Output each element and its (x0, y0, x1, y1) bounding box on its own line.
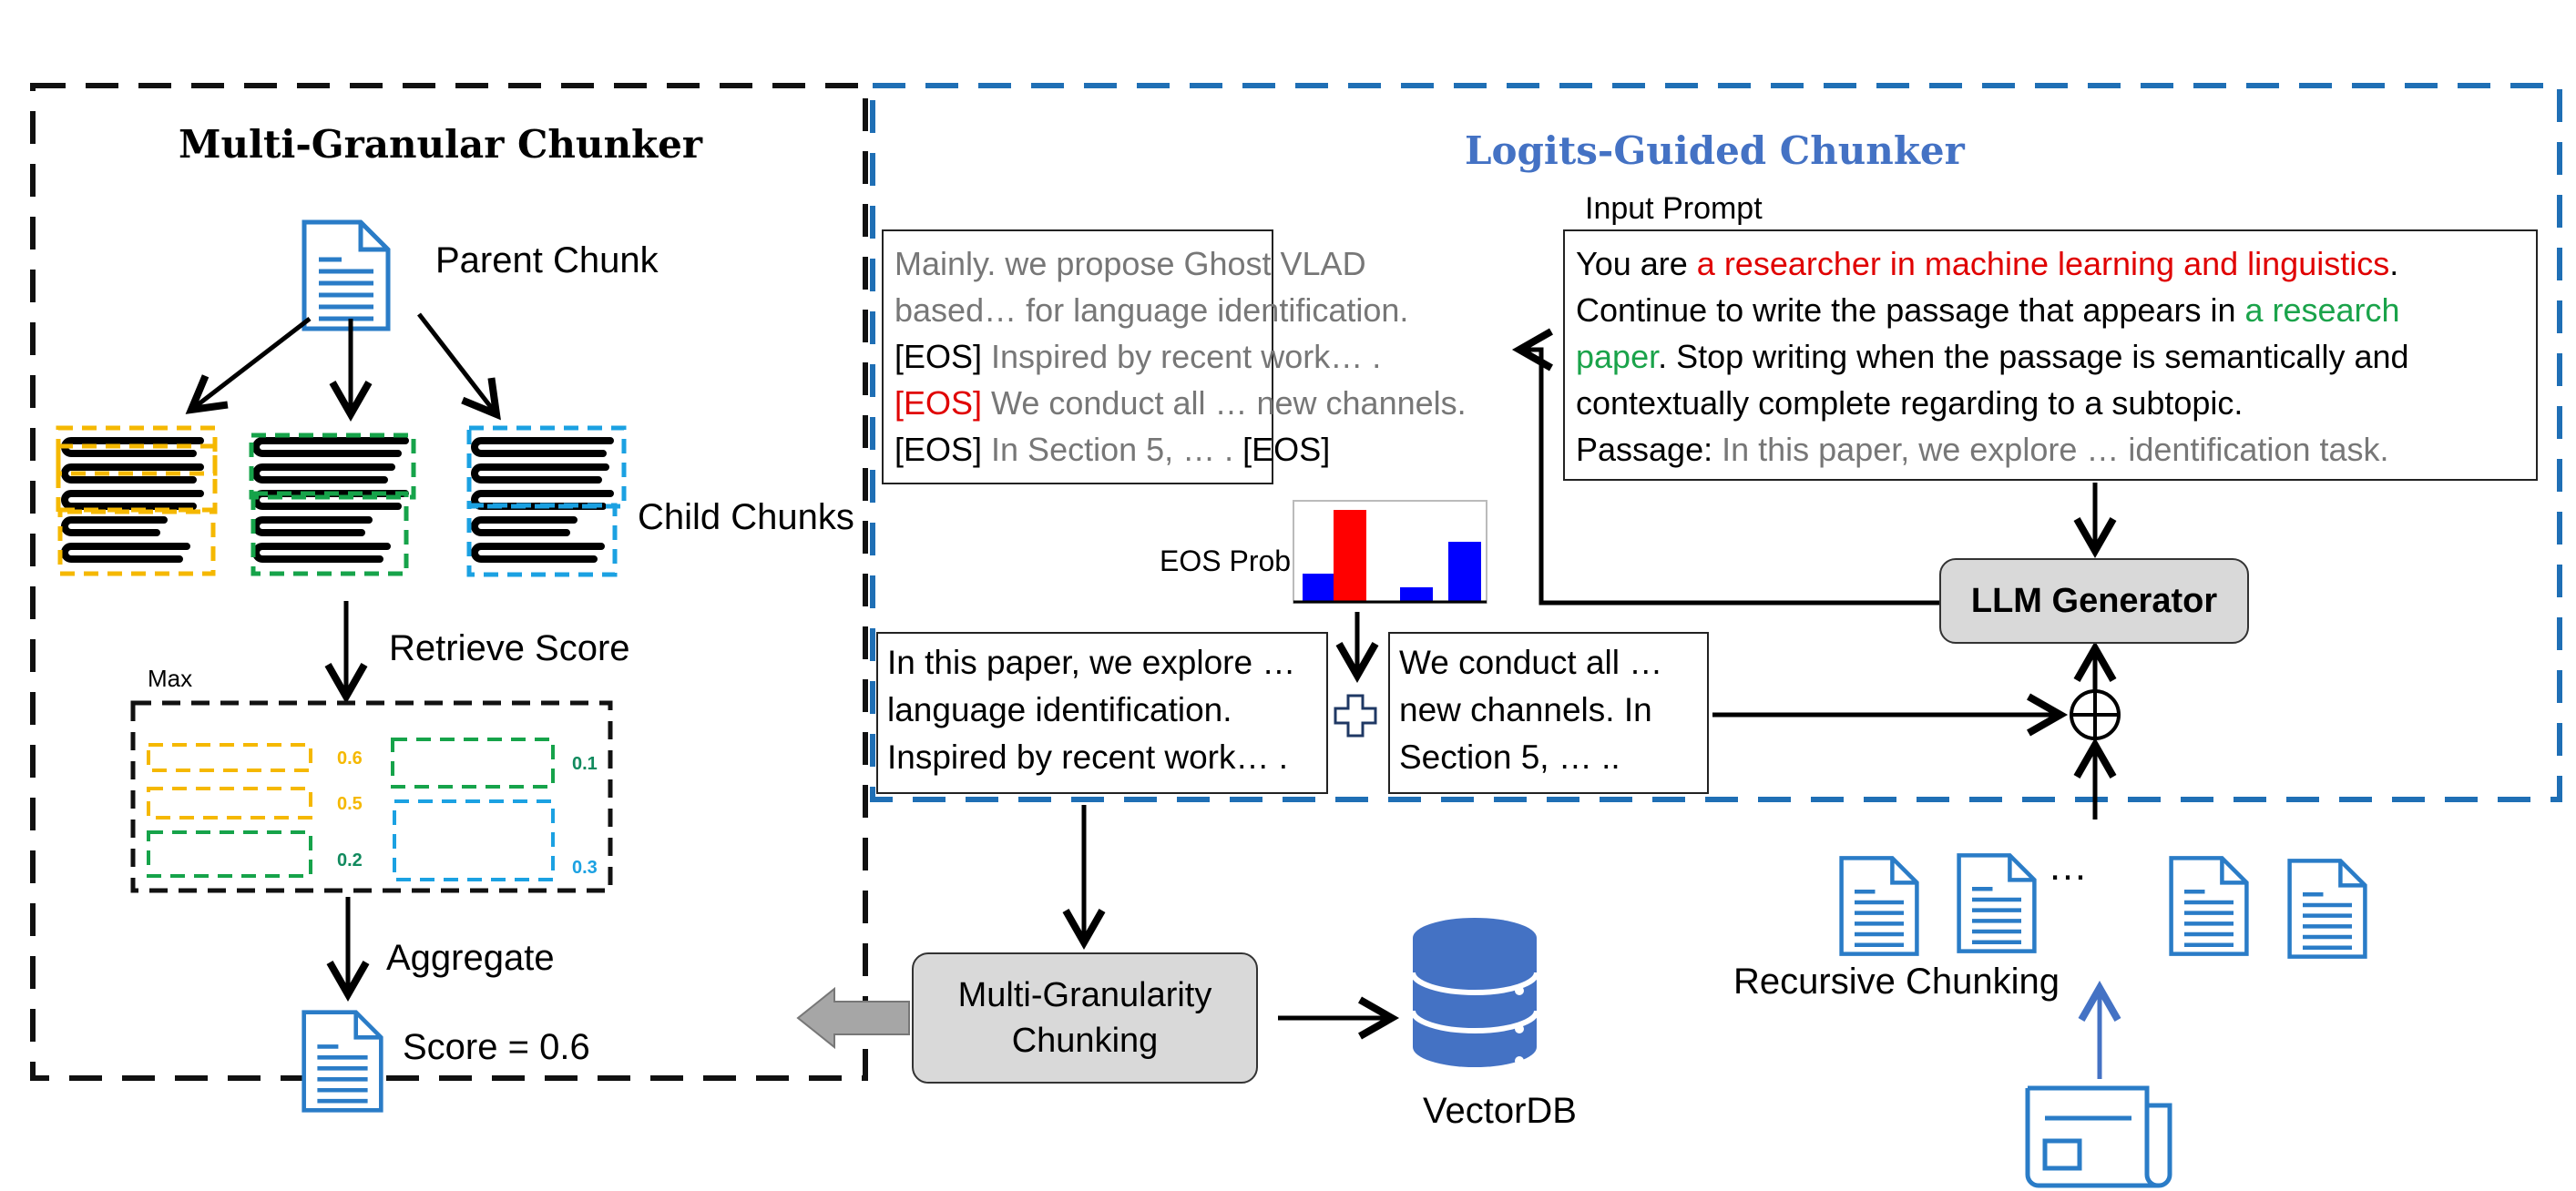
prompt-domain: a research (2244, 291, 2400, 329)
text-line (61, 463, 204, 484)
arrow-llm-to-output (1511, 328, 1939, 606)
score-chunk-yellow-1 (147, 743, 312, 772)
prompt-text: . Stop writing when the passage is seman… (1658, 338, 2409, 375)
chunk-a-line: language identification. (887, 691, 1232, 728)
chunk-box-a: In this paper, we explore … language ide… (876, 632, 1328, 794)
multi-granularity-chunking-box: Multi-Granularity Chunking (912, 952, 1258, 1084)
eos-token-selected: [EOS] (894, 384, 983, 422)
output-line-1: Mainly. we propose Ghost VLAD (894, 245, 1366, 282)
text-line (252, 437, 409, 457)
prompt-domain: paper (1576, 338, 1659, 375)
output-line-2: based… for language identification. (894, 291, 1409, 329)
output-line-4: We conduct all … new channels. (982, 384, 1467, 422)
output-line-5: In Section 5, … . (982, 431, 1243, 468)
chunk-b-line: new channels. In (1399, 691, 1652, 728)
recursive-chunking-label: Recursive Chunking (1733, 962, 2060, 1002)
prompt-text: contextually complete regarding to a sub… (1576, 384, 2244, 422)
score-chunk-blue-1 (393, 799, 555, 881)
text-line (471, 516, 578, 536)
retrieve-score-label: Retrieve Score (389, 628, 630, 668)
score-green-2: 0.1 (572, 754, 598, 774)
arrow-to-chunk-blue (417, 312, 501, 421)
eos-token: [EOS] (1242, 431, 1331, 468)
input-prompt-box: You are a researcher in machine learning… (1563, 229, 2538, 481)
generated-output-box: Mainly. we propose Ghost VLAD based… for… (882, 229, 1467, 484)
newspaper-icon (2025, 1085, 2172, 1188)
multi-granular-chunker-title: Multi-Granular Chunker (179, 122, 702, 167)
max-label: Max (148, 665, 193, 692)
plus-icon (1334, 694, 1377, 738)
score-box (130, 700, 613, 893)
score-yellow-2: 0.5 (337, 794, 363, 814)
text-line (61, 516, 168, 536)
child-chunk-outline (249, 433, 416, 500)
chunk-document-icon-3 (2172, 858, 2247, 953)
text-line (252, 543, 391, 563)
parent-document-icon (304, 222, 388, 329)
chunk-document-icon-4 (2290, 860, 2366, 956)
text-line (252, 463, 395, 484)
child-chunk-outline (57, 507, 216, 576)
prompt-passage-label: Passage: (1576, 431, 1722, 468)
score-yellow-1: 0.6 (337, 748, 363, 769)
text-line (471, 437, 614, 457)
chunk-box-b: We conduct all … new channels. In Sectio… (1388, 632, 1709, 794)
eos-prob-bar (1400, 587, 1433, 601)
prompt-text: You are (1576, 245, 1697, 282)
chunk-a-line: Inspired by recent work… . (887, 738, 1289, 776)
prompt-text: . (2389, 245, 2399, 282)
input-prompt-label: Input Prompt (1585, 191, 1763, 226)
logits-guided-frame (870, 83, 2562, 802)
eos-prob-label: EOS Prob (1160, 545, 1292, 577)
score-chunk-green-1 (147, 830, 312, 878)
score-chunk-green-2 (391, 738, 555, 789)
score-chunk-yellow-2 (147, 787, 312, 819)
left-block-arrow (796, 986, 910, 1050)
vectordb-icon (1410, 918, 1539, 1067)
child-chunk-outline (250, 491, 409, 576)
chunk-document-icon-2 (1959, 855, 2035, 951)
text-line (61, 543, 190, 563)
child-chunk-stacks (56, 425, 627, 577)
parent-chunk-label: Parent Chunk (435, 240, 659, 280)
score-green-1: 0.2 (337, 850, 363, 870)
text-line (252, 516, 373, 536)
text-line (471, 543, 605, 563)
text-line (61, 490, 204, 510)
child-chunk-outline (56, 443, 218, 514)
chunk-document-icon-1 (1842, 858, 1917, 953)
vectordb-label: VectorDB (1423, 1091, 1577, 1131)
eos-prob-bar (1334, 510, 1366, 601)
chunk-b-line: We conduct all … (1399, 644, 1663, 681)
child-chunk-outline (466, 503, 618, 577)
arrow-to-chunk-yellow (185, 317, 312, 414)
eos-token: [EOS] (894, 431, 983, 468)
result-document-icon (304, 1013, 382, 1111)
text-line (471, 463, 609, 484)
logits-guided-chunker-title: Logits-Guided Chunker (1465, 128, 1965, 173)
score-blue-1: 0.3 (572, 858, 598, 878)
prompt-role: a researcher in machine learning and lin… (1696, 245, 2390, 282)
output-line-3: Inspired by recent work… . (982, 338, 1382, 375)
llm-generator-box: LLM Generator (1939, 558, 2249, 644)
ellipsis: … (2048, 844, 2088, 889)
eos-token: [EOS] (894, 338, 983, 375)
chunk-a-line: In this paper, we explore … (887, 644, 1296, 681)
prompt-passage: In this paper, we explore … identificati… (1722, 431, 2389, 468)
chunk-b-line: Section 5, … .. (1399, 738, 1620, 776)
final-score-label: Score = 0.6 (403, 1027, 590, 1067)
aggregate-label: Aggregate (386, 938, 555, 978)
eos-prob-bar (1448, 542, 1481, 601)
child-chunks-label: Child Chunks (638, 497, 854, 537)
multi-granular-frame (30, 83, 868, 1081)
prompt-text: Continue to write the passage that appea… (1576, 291, 2245, 329)
eos-prob-bar (1303, 574, 1335, 601)
